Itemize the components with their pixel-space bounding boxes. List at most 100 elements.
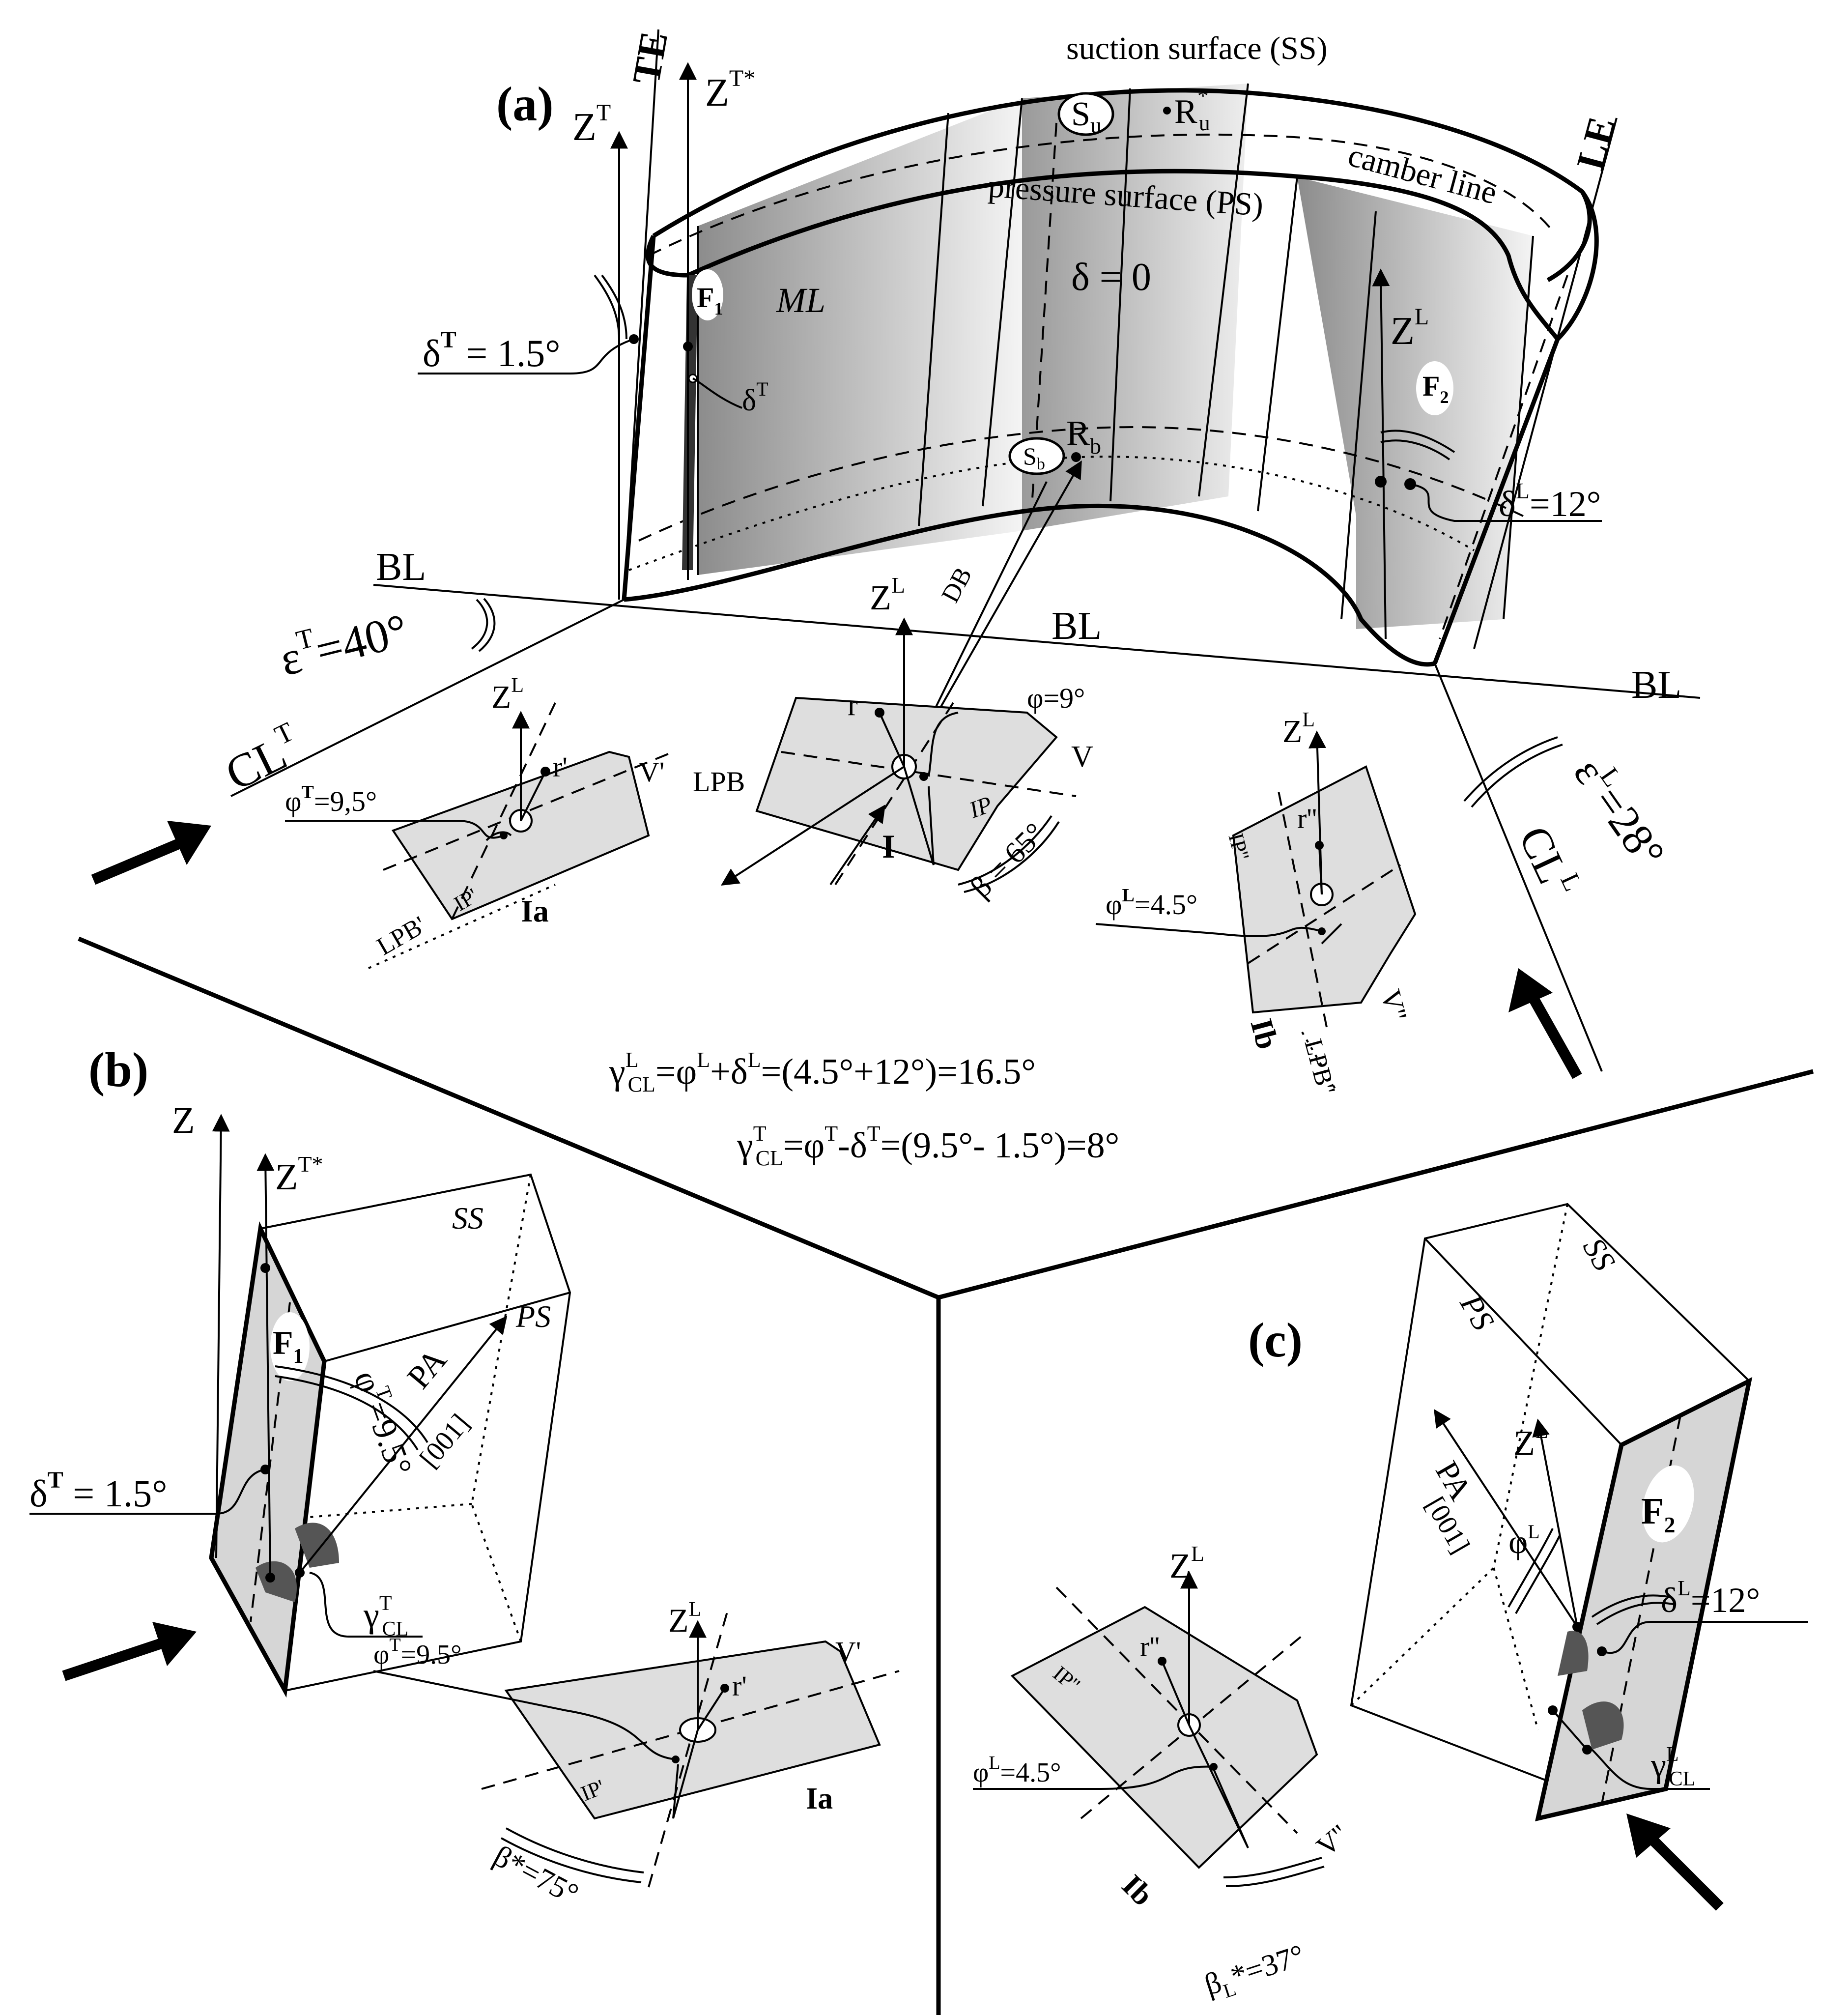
panel-c-ib-phi-label: φL=4.5° [973,1753,1061,1788]
plane-ia-z-label: ZL [491,674,524,715]
ru-point [1163,107,1171,115]
delta-l-label: δL=12° [1499,478,1601,524]
ml-label: ML [776,281,825,320]
plane-ib-r-label: r'' [1297,803,1317,835]
f2-label: F2 [1422,370,1449,407]
cl-l-label: CLL [1509,817,1588,906]
blade-base-dotted [628,456,1475,571]
panel-c-zl-axis [1532,1418,1578,1627]
panel-b-ia-phi-label: φT=9.5° [373,1635,462,1670]
f1-label: F1 [697,282,723,318]
plane-ia-v-label: V' [639,756,664,788]
plane-i-phi-label: φ=9° [1027,682,1085,714]
panel-c-ib-v-label: V'' [1310,1818,1355,1863]
panel-b-ztstar-label: ZT* [275,1151,323,1198]
blade-camber-lower [638,426,1524,542]
panel-c-plane-ib [973,1571,1325,1887]
delta-t-label: δT = 1.5° [423,327,560,374]
ss-label: suction surface (SS) [1066,30,1328,66]
sb-marker [1008,437,1065,475]
cll-line [1434,663,1603,1072]
separator-left [78,936,939,1300]
panel-b-plane-ia [373,1612,900,1888]
delta-t-small-label: δT [742,378,768,417]
plane-ia-phi-label: φT=9,5° [285,782,377,817]
panel-c-phi-label: φL [1508,1521,1540,1560]
panel-b-delta-label: δT = 1.5° [29,1467,167,1515]
panel-c-label: (c) [1248,1313,1303,1367]
panel-b-pa-axis [299,1316,508,1574]
delta-zero-label: δ = 0 [1071,256,1151,299]
su-label: Su [1071,95,1102,138]
plane-i-v-label: V [1071,740,1093,774]
panel-b-ia-r-label: r' [732,1670,747,1702]
separator-right [938,1069,1814,1300]
panel-c-pa-axis [1434,1409,1578,1628]
blade-base-outline [624,503,1436,667]
panel-b-label: (b) [88,1042,148,1097]
panel-a-label: (a) [496,77,554,131]
panel-c-zl-label: ZL [1513,1419,1548,1463]
blade-face-middle [1022,84,1248,531]
plane-i-lpb-label: LPB [693,766,745,798]
panel-c-ib-r-label: r'' [1140,1631,1160,1663]
panel-b-f1-label: F1 [273,1324,304,1368]
te-line [623,29,659,600]
ru-label: R*u [1174,83,1210,135]
le-line [1473,117,1618,649]
direction-arrows [62,821,1724,1911]
plane-ib-v-label: V'' [1374,986,1413,1024]
panel-c-ib-name: Ib [1115,1869,1160,1913]
bl-label-left: BL [376,546,426,589]
panel-b-z-label: Z [172,1100,195,1141]
panel-b-z-axis [212,1114,230,1558]
plane-ia [285,702,674,969]
panel-b-ia-v-label: V' [835,1636,861,1668]
plane-ib-z-label: ZL [1282,709,1315,749]
te-label: TE [625,29,676,87]
panel-b-ia-z-label: ZL [668,1598,701,1639]
bl-label-right: BL [1631,663,1681,707]
blade-le-edge [1432,338,1560,664]
plane-i [720,617,1077,893]
panel-b-ps-label: PS [515,1299,551,1334]
panel-b-ztstar-axis [256,1153,275,1578]
rb-point [1071,452,1081,462]
le-label: LE [1568,113,1624,174]
bl-label-center: BL [1052,604,1102,648]
plane-i-name: I [882,828,895,865]
db-label: DB [936,563,977,607]
sb-label: Sb [1023,442,1045,473]
panel-b-ss-label: SS [452,1201,483,1236]
bl-line [373,584,1701,699]
panel-b-drawing [29,1114,571,1698]
zl-blade-label: ZL [1391,304,1429,353]
blade-face-left [698,98,1022,575]
panel-c-ib-z-label: ZL [1169,1542,1204,1585]
plane-ib-lpb-label: LPB'' [1299,1036,1340,1097]
plane-i-r-label: r [848,689,858,722]
panel-b-ia-name: Ia [806,1782,833,1815]
blade-face-right [1297,177,1533,629]
panel-c-drawing [1350,1203,1808,1821]
panel-c-delta-label: δL=12° [1661,1576,1760,1620]
blade-drawing [418,29,1618,667]
su-marker [1057,92,1114,136]
eps-t-label: εT=40° [274,600,413,686]
panel-c-beta-label: βL*=37° [1200,1938,1310,2007]
plane-i-z-label: ZL [870,573,905,617]
ztstar-label: ZT* [705,65,755,115]
clt-line [230,599,625,797]
zt-label: ZT [572,100,611,149]
panel-c-f2-label: F2 [1641,1491,1675,1537]
f1-marker [692,269,723,320]
panel-b-beta-label: β*=75° [488,1839,584,1911]
blade-camber-upper [648,133,1554,257]
plane-ib-phi-label: φL=4.5° [1106,885,1197,921]
rb-label: Rb [1066,413,1101,459]
